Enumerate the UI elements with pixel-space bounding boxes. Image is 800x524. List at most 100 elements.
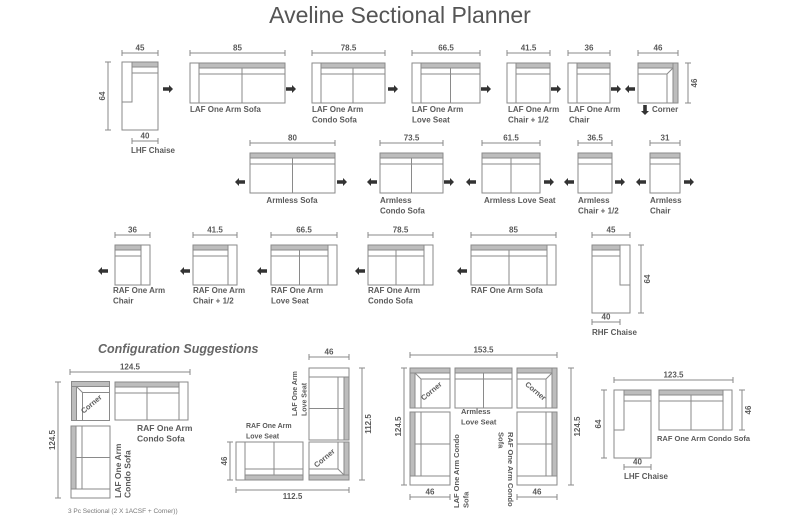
dimension-value: 78.5 bbox=[341, 44, 357, 53]
module-label: RHF Chaise bbox=[592, 328, 637, 337]
width-dimension: 45 bbox=[591, 226, 631, 238]
arrow-shape bbox=[457, 267, 467, 275]
dimension-value: 46 bbox=[533, 488, 542, 497]
back-cushion bbox=[71, 381, 110, 387]
arrow-shape bbox=[481, 85, 491, 93]
module-label: Armless Sofa bbox=[266, 196, 318, 205]
width-dimension: 78.5 bbox=[311, 44, 386, 56]
config1-laf-condo-sofa bbox=[70, 425, 111, 499]
arrow-shape bbox=[367, 178, 377, 186]
depth-dimension: 64 bbox=[638, 244, 652, 314]
back-cushion bbox=[454, 367, 513, 374]
frame bbox=[235, 441, 304, 481]
back-cushion bbox=[516, 367, 558, 374]
module-label: LAF One Arm bbox=[508, 105, 559, 114]
config3-armless-love-seat bbox=[454, 367, 513, 409]
depth-dimension: 124.5 bbox=[394, 367, 407, 486]
laf-one-arm-condo-sofa bbox=[311, 62, 386, 104]
module-label: LAF One Arm bbox=[292, 371, 299, 416]
module-label: LAF One Arm bbox=[412, 105, 463, 114]
depth-dimension: 46 bbox=[685, 62, 699, 104]
back-cushion bbox=[409, 367, 416, 409]
back-cushion bbox=[576, 62, 611, 69]
module-label: Chair + 1/2 bbox=[578, 207, 619, 216]
arrow-icon bbox=[355, 267, 365, 275]
dimension-value: 45 bbox=[136, 44, 145, 53]
module-label: Love Seat bbox=[271, 297, 309, 306]
module-label: LHF Chaise bbox=[131, 146, 176, 155]
config4-raf-condo-sofa bbox=[658, 389, 733, 431]
dimension-value: 85 bbox=[233, 44, 242, 53]
depth-dimension: 64 bbox=[98, 61, 111, 131]
module-label: Chair bbox=[569, 116, 589, 125]
dimension-value: 124.5 bbox=[48, 429, 57, 450]
back-cushion bbox=[114, 244, 142, 251]
arrow-icon bbox=[641, 105, 649, 115]
arrow-icon bbox=[564, 178, 574, 186]
module-label: RAF One Arm Condo bbox=[506, 432, 515, 507]
dimension-value: 73.5 bbox=[404, 134, 420, 143]
dimension-value: 123.5 bbox=[663, 371, 684, 380]
module-label: Sofa bbox=[462, 491, 471, 508]
depth-dimension: 64 bbox=[594, 389, 607, 459]
back-cushion bbox=[379, 152, 444, 159]
back-cushion bbox=[623, 389, 652, 396]
frame bbox=[423, 244, 434, 286]
module-label: LAF One Arm bbox=[569, 105, 620, 114]
module-label: LHF Chaise bbox=[624, 472, 669, 481]
raf-one-arm-sofa bbox=[470, 244, 557, 286]
dimension-value: 80 bbox=[288, 134, 297, 143]
module-label: Love Seat bbox=[302, 382, 309, 416]
frame bbox=[327, 244, 338, 286]
line bbox=[414, 372, 422, 380]
arrow-shape bbox=[286, 85, 296, 93]
config3-right-corner bbox=[516, 367, 558, 409]
back-cushion bbox=[637, 62, 679, 69]
back-cushion bbox=[270, 244, 329, 251]
width-dimension: 112.5 bbox=[235, 487, 350, 501]
arrow-shape bbox=[355, 267, 365, 275]
module-label: LAF One Arm bbox=[312, 105, 363, 114]
frame bbox=[235, 441, 246, 481]
back-cushion bbox=[131, 61, 159, 68]
arrow-icon bbox=[180, 267, 190, 275]
width-dimension: 61.5 bbox=[481, 134, 541, 146]
arrow-shape bbox=[235, 178, 245, 186]
back-cushion bbox=[470, 244, 548, 251]
arrow-shape bbox=[388, 85, 398, 93]
frame bbox=[409, 475, 451, 486]
width-dimension: 80 bbox=[249, 134, 336, 146]
frame bbox=[470, 244, 557, 286]
dimension-value: 41.5 bbox=[207, 226, 223, 235]
module-label: Chair bbox=[650, 207, 670, 216]
back-cushion bbox=[343, 441, 350, 481]
width-dimension: 46 bbox=[409, 488, 451, 500]
width-dimension: 41.5 bbox=[506, 44, 551, 56]
dimension-value: 61.5 bbox=[503, 134, 519, 143]
depth-dimension: 124.5 bbox=[48, 381, 61, 499]
dimension-value: 153.5 bbox=[473, 346, 494, 355]
dimension-value: 40 bbox=[633, 458, 642, 467]
configuration-heading: Configuration Suggestions bbox=[98, 342, 259, 356]
back-cushion bbox=[409, 411, 416, 477]
dimension-value: 46 bbox=[690, 78, 699, 87]
configuration-caption: 3 Pc Sectional (2 X 1ACSF + Corner)) bbox=[68, 508, 178, 515]
back-cushion bbox=[198, 62, 286, 69]
frame bbox=[619, 244, 631, 286]
frame bbox=[506, 62, 517, 104]
module-label: Love Seat bbox=[246, 434, 280, 441]
width-dimension: 45 bbox=[121, 44, 159, 56]
line bbox=[76, 386, 83, 393]
arrow-icon bbox=[367, 178, 377, 186]
frame bbox=[140, 244, 151, 286]
dimension-value: 46 bbox=[426, 488, 435, 497]
arrow-shape bbox=[684, 178, 694, 186]
lhf-chaise bbox=[121, 61, 159, 131]
config3-laf-condo-sofa bbox=[409, 411, 451, 486]
width-dimension: 85 bbox=[189, 44, 286, 56]
width-dimension: 153.5 bbox=[409, 346, 558, 358]
back-cushion bbox=[192, 244, 229, 251]
laf-one-arm-chair bbox=[567, 62, 611, 104]
arrow-icon bbox=[235, 178, 245, 186]
